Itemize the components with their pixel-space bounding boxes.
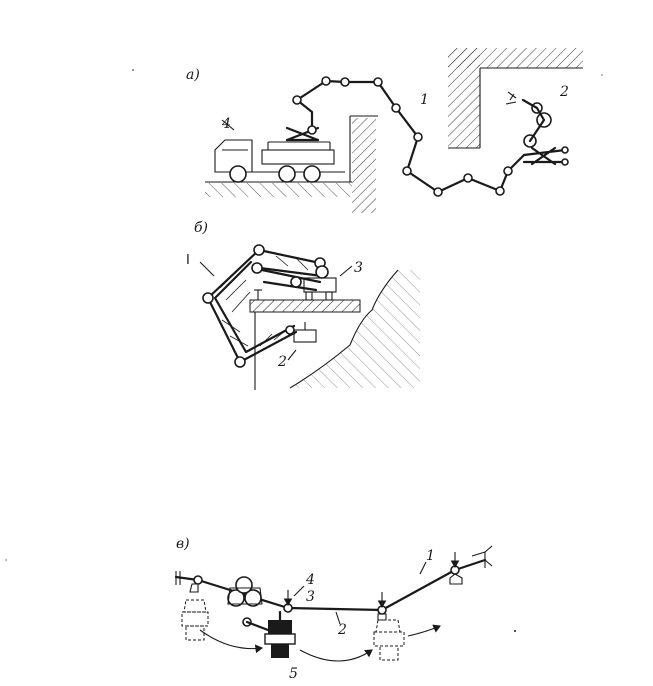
label-gripper-b: 2: [277, 354, 287, 370]
label-arm: 1: [420, 92, 429, 108]
cable-line: [174, 558, 487, 612]
label-carriage: 3: [306, 589, 315, 605]
label-truss: I: [186, 253, 190, 268]
panel-a-right-wall: [448, 48, 583, 149]
base-cart: 3: [294, 260, 363, 301]
label-base: 3: [354, 260, 363, 276]
gripper-box: 2: [277, 322, 317, 370]
panel-c: в): [174, 536, 493, 682]
arm-chain: 1: [292, 76, 526, 197]
motion-arrow-1: [199, 629, 264, 654]
gripper-end: 2: [505, 84, 569, 166]
panel-b: б) I: [186, 220, 420, 390]
ghost-module-left: [181, 583, 209, 641]
panel-a-letter: а): [186, 67, 200, 83]
label-support: 4: [305, 572, 315, 588]
truck: 4: [214, 116, 345, 183]
label-cable: 1: [426, 548, 435, 564]
label-truck: 4: [221, 116, 231, 132]
panel-a: а): [186, 48, 583, 213]
scan-specks: [5, 69, 603, 632]
motion-arrow-2: [299, 649, 373, 662]
panel-c-letter: в): [176, 536, 190, 552]
ghost-module-right: [373, 613, 405, 661]
panel-a-ground: [205, 115, 378, 213]
label-gripper-a: 2: [559, 84, 569, 100]
label-segment: 2: [337, 622, 347, 638]
truss-arm: I: [186, 244, 326, 368]
carriage: [227, 576, 296, 658]
panel-b-letter: б): [194, 220, 208, 236]
label-module: 5: [289, 666, 298, 682]
motion-arrow-3: [407, 624, 442, 637]
